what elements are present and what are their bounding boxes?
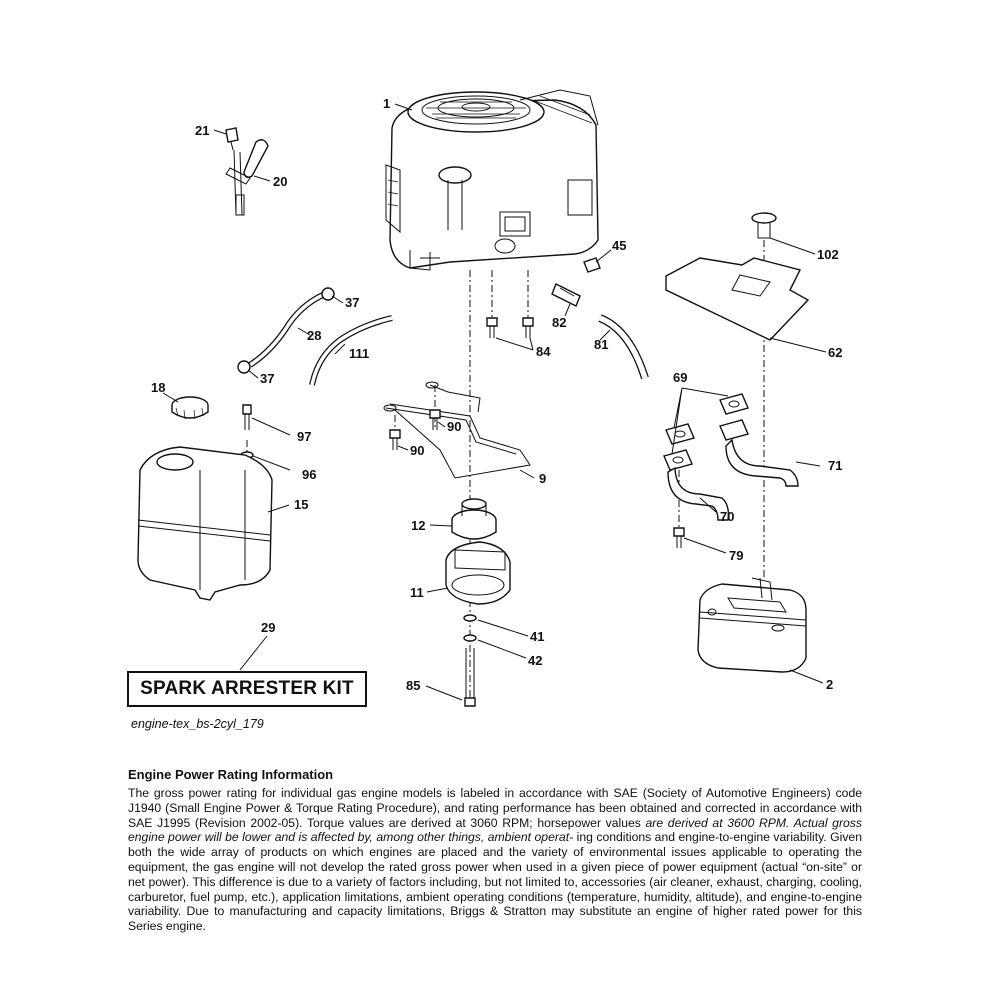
callout-28: 28 xyxy=(307,328,321,343)
callout-81: 81 xyxy=(594,337,608,352)
bracket-part-9 xyxy=(383,381,531,479)
callout-20: 20 xyxy=(273,174,287,189)
info-text-part-1: The gross power rating for individual ga… xyxy=(128,786,862,830)
fuel-fittings-82-45 xyxy=(551,257,649,380)
leader-lines xyxy=(162,103,827,701)
callout-21: 21 xyxy=(195,123,209,138)
callout-111: 111 xyxy=(349,346,369,361)
exploded-parts-diagram: 1 21 20 45 102 37 28 111 37 82 84 81 62 … xyxy=(137,89,842,707)
assembly-lines xyxy=(246,240,765,700)
callout-71: 71 xyxy=(828,458,842,473)
pto-clutch-part-11 xyxy=(445,498,511,707)
dipstick-part-20 xyxy=(225,127,269,216)
muffler-part-2 xyxy=(697,577,807,673)
callout-96: 96 xyxy=(302,467,316,482)
callout-labels: 1 21 20 45 102 37 28 111 37 82 84 81 62 … xyxy=(151,96,842,693)
callout-41: 41 xyxy=(530,629,544,644)
callout-37-top: 37 xyxy=(345,295,359,310)
info-paragraph: The gross power rating for individual ga… xyxy=(128,786,862,934)
exhaust-pipes-parts-70-71 xyxy=(663,393,799,548)
callout-85: 85 xyxy=(406,678,420,693)
callout-42: 42 xyxy=(528,653,542,668)
callout-37-bottom: 37 xyxy=(260,371,274,386)
heat-shield-part-62 xyxy=(665,212,810,341)
info-text-part-2: ing conditions and engine-to-engine vari… xyxy=(128,830,862,934)
hose-parts-28-111 xyxy=(237,287,393,386)
callout-18: 18 xyxy=(151,380,165,395)
callout-29: 29 xyxy=(261,620,275,635)
callout-90-upper: 90 xyxy=(447,419,461,434)
callout-2: 2 xyxy=(826,677,833,692)
engine-part-1 xyxy=(385,89,599,271)
info-title: Engine Power Rating Information xyxy=(128,767,334,782)
fuel-tank-part-15 xyxy=(137,396,273,601)
callout-45: 45 xyxy=(612,238,626,253)
callout-82: 82 xyxy=(552,315,566,330)
callout-62: 62 xyxy=(828,345,842,360)
callout-90-lower: 90 xyxy=(410,443,424,458)
callout-11: 11 xyxy=(410,585,424,600)
callout-69: 69 xyxy=(673,370,687,385)
callout-12: 12 xyxy=(411,518,425,533)
callout-70: 70 xyxy=(720,509,734,524)
callout-9: 9 xyxy=(539,471,546,486)
callout-1: 1 xyxy=(383,96,390,111)
info-text-italic: are derived at 3600 RPM. Actual gross en… xyxy=(128,815,862,845)
callout-15: 15 xyxy=(294,497,308,512)
spark-arrester-kit-label: SPARK ARRESTER KIT xyxy=(127,671,367,707)
callout-102: 102 xyxy=(817,247,839,262)
callout-97: 97 xyxy=(297,429,311,444)
callout-84: 84 xyxy=(536,344,551,359)
figure-id: engine-tex_bs-2cyl_179 xyxy=(131,717,264,731)
callout-79: 79 xyxy=(729,548,743,563)
bolts-part-84 xyxy=(486,317,534,338)
